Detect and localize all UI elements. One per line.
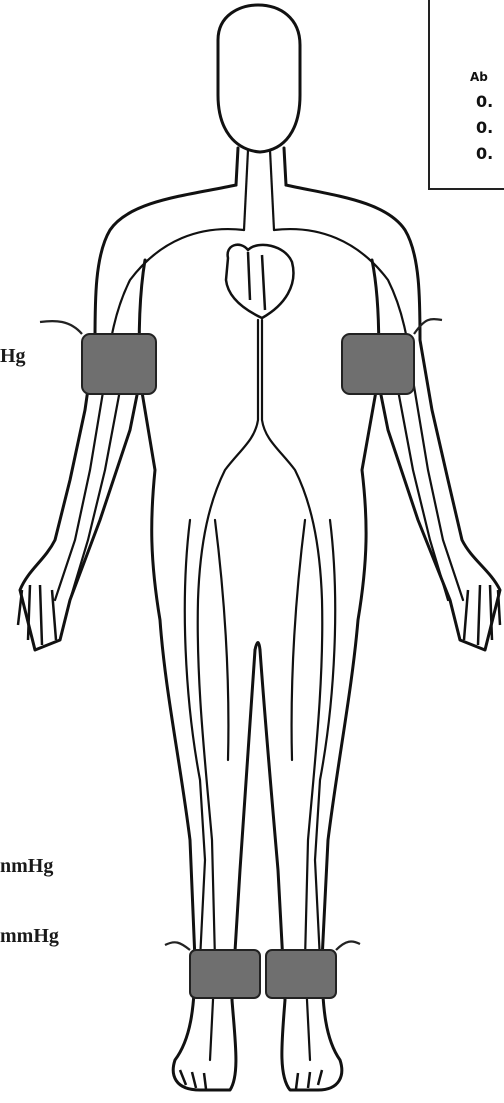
left-ankle-tube — [165, 942, 190, 950]
left-hand-fingers — [18, 585, 56, 645]
arm-pressure-label: Hg — [0, 345, 26, 368]
legend-title: Ab — [470, 70, 488, 84]
left-leg-branch — [215, 520, 228, 760]
left-arm-cuff-tube — [40, 321, 82, 334]
left-ankle-cuff — [190, 950, 260, 998]
head-outline — [218, 5, 300, 152]
right-arm-cuff — [342, 334, 414, 394]
left-arm-cuff — [82, 334, 156, 394]
right-ankle-cuff — [266, 950, 336, 998]
right-ankle-tube — [336, 942, 360, 950]
left-carotid — [244, 150, 248, 230]
left-leg-vessel — [185, 520, 205, 960]
thigh-pressure-label: nmHg — [0, 855, 53, 878]
legend-row: 0. — [476, 144, 493, 163]
heart — [226, 245, 293, 318]
ankle-pressure-label: mmHg — [0, 925, 59, 948]
right-foot-toes — [296, 1070, 322, 1089]
left-forearm-vessel — [70, 390, 120, 600]
right-arm-cuff-tube — [414, 319, 442, 334]
legend-box: Ab 0. 0. 0. — [428, 0, 504, 190]
right-carotid — [270, 150, 274, 230]
neck-outline — [236, 148, 286, 185]
right-leg-branch — [292, 520, 305, 760]
legend-row: 0. — [476, 92, 493, 111]
right-forearm-vessel — [398, 390, 448, 600]
legend-row: 0. — [476, 118, 493, 137]
crotch-outline — [255, 643, 260, 651]
